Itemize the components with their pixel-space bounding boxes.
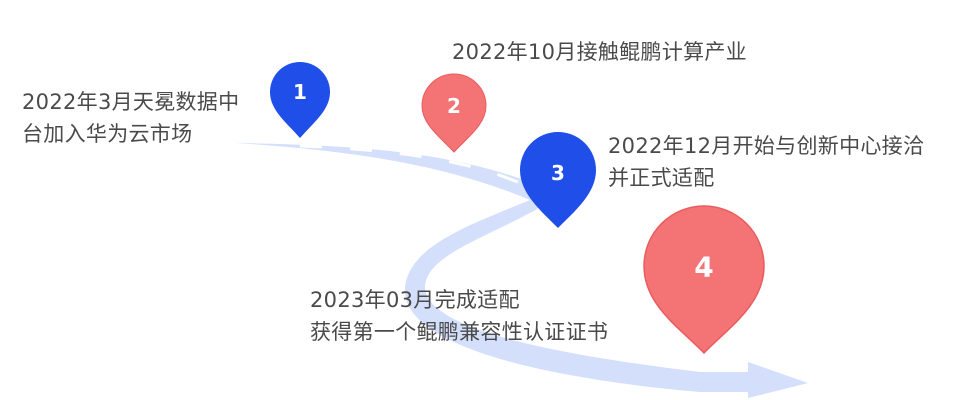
milestone-label-1: 2022年3月天冕数据中 台加入华为云市场 xyxy=(22,86,239,150)
milestone-text-line: 2022年12月开始与创新中心接洽 xyxy=(608,134,925,158)
pin-marker-icon xyxy=(520,132,596,228)
pin-marker-icon xyxy=(421,73,487,153)
milestone-pin-1: 1 xyxy=(270,62,330,138)
milestone-text-line: 获得第一个鲲鹏兼容性认证证书 xyxy=(310,320,609,344)
milestone-label-3: 2022年12月开始与创新中心接洽 并正式适配 xyxy=(608,130,924,194)
milestone-label-4: 2023年03月完成适配 获得第一个鲲鹏兼容性认证证书 xyxy=(310,284,608,348)
milestone-pin-3: 3 xyxy=(520,132,596,228)
milestone-text-line: 台加入华为云市场 xyxy=(22,122,193,146)
milestone-label-2: 2022年10月接触鲲鹏计算产业 xyxy=(452,36,747,68)
pin-marker-icon xyxy=(643,205,765,355)
road-shape xyxy=(236,143,808,398)
pin-number: 4 xyxy=(694,251,713,284)
milestone-pin-2: 2 xyxy=(421,73,487,153)
milestone-text-line: 2023年03月完成适配 xyxy=(310,288,520,312)
pin-number: 1 xyxy=(293,80,307,104)
pin-number: 2 xyxy=(447,94,461,118)
pin-marker-icon xyxy=(270,62,330,138)
milestone-pin-4: 4 xyxy=(643,205,765,355)
milestone-text-line: 并正式适配 xyxy=(608,166,715,190)
road xyxy=(236,143,808,398)
milestone-text-line: 2022年10月接触鲲鹏计算产业 xyxy=(452,40,747,64)
milestone-text-line: 2022年3月天冕数据中 xyxy=(22,90,240,114)
pin-number: 3 xyxy=(551,161,565,185)
